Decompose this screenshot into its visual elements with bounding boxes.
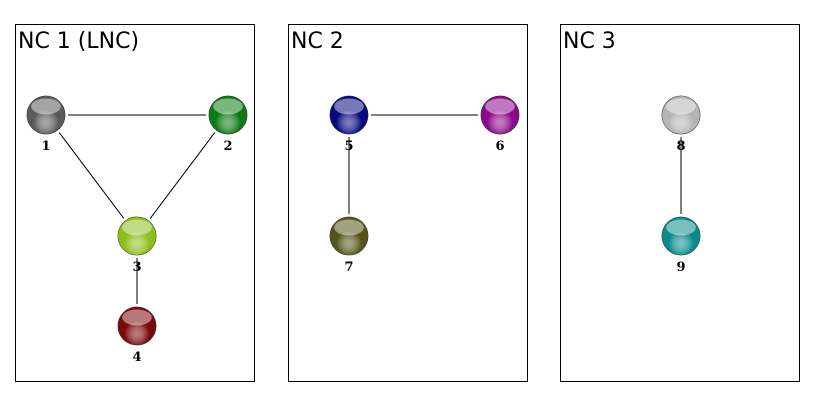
- graph-nc3: 89: [661, 95, 701, 275]
- node-highlight: [334, 219, 364, 236]
- node-shading: [662, 217, 700, 255]
- node-highlight: [666, 219, 696, 236]
- node-4: 4: [117, 306, 157, 365]
- node-highlight: [31, 98, 61, 115]
- node-shading: [118, 307, 156, 345]
- node-highlight: [122, 309, 152, 326]
- node-label: 8: [676, 139, 685, 154]
- edge-1-3: [58, 132, 125, 219]
- node-label: 4: [132, 350, 141, 365]
- node-highlight: [334, 98, 364, 115]
- node-label: 6: [495, 139, 504, 154]
- node-label: 7: [344, 260, 353, 275]
- node-8: 8: [661, 95, 701, 154]
- node-1: 1: [26, 95, 66, 154]
- edge-2-3: [149, 132, 216, 219]
- node-shading: [27, 96, 65, 134]
- node-label: 5: [344, 139, 353, 154]
- node-3: 3: [117, 216, 157, 275]
- panel-nc2: NC 2 5 6 7: [288, 24, 528, 382]
- graph-nc2: 5 6 7: [329, 95, 520, 275]
- node-label: 1: [41, 139, 50, 154]
- panel-title: NC 2: [291, 29, 344, 54]
- node-label: 2: [223, 139, 232, 154]
- panel-title: NC 3: [563, 29, 616, 54]
- node-highlight: [213, 98, 243, 115]
- node-shading: [481, 96, 519, 134]
- node-label: 9: [676, 260, 685, 275]
- panel-title: NC 1 (LNC): [18, 29, 140, 54]
- node-highlight: [485, 98, 515, 115]
- node-shading: [662, 96, 700, 134]
- node-shading: [209, 96, 247, 134]
- node-5: 5: [329, 95, 369, 154]
- node-label: 3: [132, 260, 141, 275]
- node-9: 9: [661, 216, 701, 275]
- node-2: 2: [208, 95, 248, 154]
- node-shading: [118, 217, 156, 255]
- node-7: 7: [329, 216, 369, 275]
- node-highlight: [666, 98, 696, 115]
- panel-nc1: NC 1 (LNC) 1 2 3 4: [15, 24, 255, 382]
- graph-nc1: 1 2 3 4: [26, 95, 248, 365]
- node-highlight: [122, 219, 152, 236]
- node-shading: [330, 96, 368, 134]
- node-shading: [330, 217, 368, 255]
- node-6: 6: [480, 95, 520, 154]
